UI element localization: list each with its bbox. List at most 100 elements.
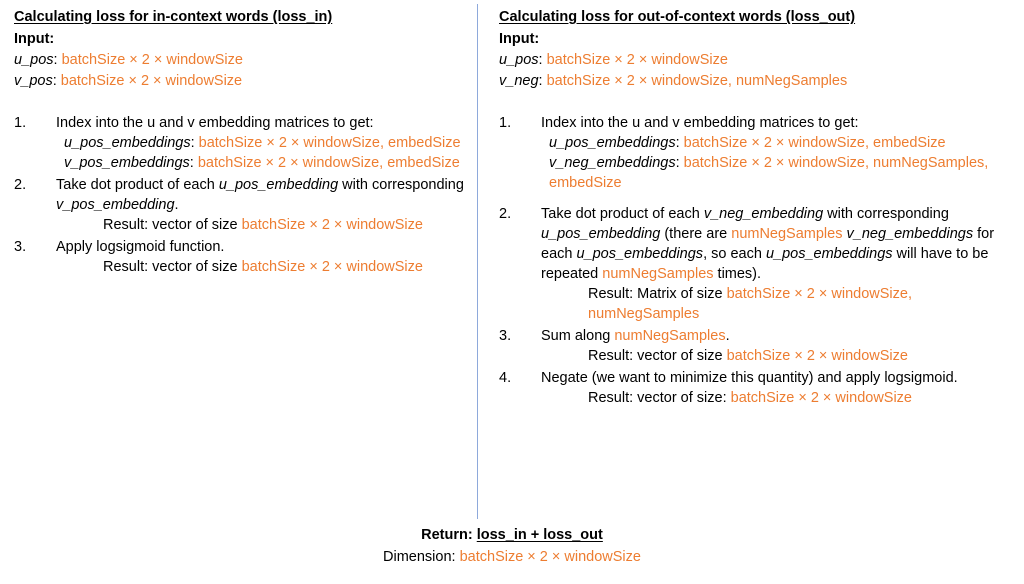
right-step-4-number: 4.: [499, 370, 512, 386]
left-step-1-number: 1.: [14, 115, 27, 131]
right-input-u-pos: u_pos: batchSize × 2 × windowSize: [499, 50, 1021, 71]
right-step-2-p4: u_pos_embedding: [541, 226, 661, 242]
right-input-label: Input:: [499, 31, 540, 47]
right-step-4-result-dim: batchSize × 2 × windowSize: [730, 390, 912, 406]
right-step-2-p2: v_neg_embedding: [703, 206, 824, 222]
right-step-2-result-label: Result: Matrix of size: [588, 286, 727, 302]
right-input-u-pos-name: u_pos: [499, 52, 539, 68]
column-divider: [477, 4, 478, 519]
right-step-2-result: Result: Matrix of size batchSize × 2 × w…: [541, 284, 1021, 324]
return-line: Return: loss_in + loss_out: [0, 524, 1024, 546]
right-step-2-p11: , so each: [703, 246, 766, 262]
left-step-1-sub-v-dim: batchSize × 2 × windowSize, embedSize: [197, 155, 460, 171]
left-step-1-sub-v: v_pos_embeddings: batchSize × 2 × window…: [56, 153, 469, 173]
right-step-1-number: 1.: [499, 115, 512, 131]
right-steps-spacer: [499, 195, 1021, 204]
right-input-v-neg-name: v_neg: [499, 73, 539, 89]
left-step-1-sub-v-sep: :: [189, 155, 198, 171]
right-column: Calculating loss for out-of-context word…: [499, 0, 1021, 410]
left-input-v-pos-dim: batchSize × 2 × windowSize: [60, 73, 243, 89]
left-step-1: 1. Index into the u and v embedding matr…: [14, 113, 469, 173]
right-input-u-pos-dim: batchSize × 2 × windowSize: [546, 52, 728, 68]
right-step-1-sub-v: v_neg_embeddings: batchSize × 2 × window…: [541, 153, 1021, 193]
left-step-2-number: 2.: [14, 177, 27, 193]
return-value: loss_in + loss_out: [476, 527, 603, 543]
left-step-3-text: Apply logsigmoid function.: [56, 239, 225, 255]
left-steps-list: 1. Index into the u and v embedding matr…: [14, 113, 469, 277]
right-step-4-result-label: Result: vector of size:: [588, 390, 731, 406]
right-step-1-sub-u-name: u_pos_embeddings: [549, 135, 676, 151]
left-step-3-result-label: Result: vector of size: [103, 259, 242, 275]
left-step-3-result: Result: vector of size batchSize × 2 × w…: [56, 257, 469, 277]
right-column-heading-text: Calculating loss for out-of-context word…: [499, 9, 856, 25]
right-step-2-p10: u_pos_embeddings: [576, 246, 704, 262]
left-step-3: 3. Apply logsigmoid function. Result: ve…: [14, 237, 469, 277]
dimension-label: Dimension:: [383, 549, 460, 565]
left-column-heading-text: Calculating loss for in-context words (l…: [14, 9, 333, 25]
left-column-heading: Calculating loss for in-context words (l…: [14, 0, 469, 27]
right-input-v-neg-dim: batchSize × 2 × windowSize, numNegSample…: [546, 73, 848, 89]
right-step-3-t3: .: [725, 328, 730, 344]
left-step-1-sub-u-name: u_pos_embeddings: [64, 135, 191, 151]
right-step-3-t1: Sum along: [541, 328, 615, 344]
left-input-u-pos: u_pos: batchSize × 2 × windowSize: [14, 50, 469, 71]
left-step-2-text-b: u_pos_embedding: [218, 177, 339, 193]
right-step-1-sub-v-sep: :: [675, 155, 684, 171]
right-step-2-p6: numNegSamples: [731, 226, 843, 242]
left-steps-gap: [14, 92, 469, 113]
left-step-1-sub-v-name: v_pos_embeddings: [64, 155, 190, 171]
right-step-2-p12: u_pos_embeddings: [765, 246, 893, 262]
left-input-label: Input:: [14, 31, 55, 47]
left-input-u-pos-name: u_pos: [14, 52, 54, 68]
right-step-3-result-dim: batchSize × 2 × windowSize: [726, 348, 908, 364]
right-step-2-p5: (there are: [660, 226, 732, 242]
left-input-u-pos-sep: :: [53, 52, 62, 68]
left-step-2-text-c: with corresponding: [338, 177, 464, 193]
right-step-4: 4. Negate (we want to minimize this quan…: [499, 368, 1021, 408]
right-step-3-number: 3.: [499, 328, 512, 344]
return-label: Return:: [421, 527, 477, 543]
right-column-heading: Calculating loss for out-of-context word…: [499, 0, 1021, 27]
right-input-u-pos-sep: :: [538, 52, 547, 68]
right-step-3: 3. Sum along numNegSamples. Result: vect…: [499, 326, 1021, 366]
left-step-1-sub-u-sep: :: [190, 135, 199, 151]
dimension-value: batchSize × 2 × windowSize: [459, 549, 641, 565]
left-step-1-sub-u-dim: batchSize × 2 × windowSize, embedSize: [198, 135, 461, 151]
right-step-1-sub-u-dim: batchSize × 2 × windowSize, embedSize: [683, 135, 946, 151]
left-step-1-sub-u: u_pos_embeddings: batchSize × 2 × window…: [56, 133, 469, 153]
right-step-4-result: Result: vector of size: batchSize × 2 × …: [541, 388, 1021, 408]
right-step-2-p1: Take dot product of each: [541, 206, 704, 222]
right-step-2-p15: times).: [713, 266, 762, 282]
left-step-1-text: Index into the u and v embedding matrice…: [56, 115, 374, 131]
right-steps-list: 1. Index into the u and v embedding matr…: [499, 113, 1021, 408]
right-step-3-t2: numNegSamples: [614, 328, 726, 344]
left-input-v-pos-sep: :: [52, 73, 61, 89]
right-step-2: 2. Take dot product of each v_neg_embedd…: [499, 204, 1021, 324]
right-step-2-p3: with corresponding: [823, 206, 949, 222]
right-step-2-p9: for each: [541, 226, 995, 262]
left-step-2: 2. Take dot product of each u_pos_embedd…: [14, 175, 469, 235]
left-input-u-pos-dim: batchSize × 2 × windowSize: [61, 52, 243, 68]
left-step-3-result-dim: batchSize × 2 × windowSize: [241, 259, 423, 275]
left-step-2-result-label: Result: vector of size: [103, 217, 242, 233]
right-step-2-result-dim: batchSize × 2 × windowSize, numNegSample…: [588, 286, 912, 322]
right-step-1-sub-v-dim: batchSize × 2 × windowSize, numNegSample…: [549, 155, 989, 191]
right-step-2-p8: v_neg_embeddings: [846, 226, 974, 242]
right-input-v-neg: v_neg: batchSize × 2 × windowSize, numNe…: [499, 71, 1021, 92]
right-input-v-neg-sep: :: [538, 73, 547, 89]
left-step-2-text-d: v_pos_embedding: [56, 197, 175, 213]
left-step-3-number: 3.: [14, 239, 27, 255]
footer: Return: loss_in + loss_out Dimension: ba…: [0, 524, 1024, 568]
right-step-1: 1. Index into the u and v embedding matr…: [499, 113, 1021, 193]
right-step-4-text: Negate (we want to minimize this quantit…: [541, 370, 958, 386]
right-step-1-sub-u: u_pos_embeddings: batchSize × 2 × window…: [541, 133, 1021, 153]
right-steps-gap: [499, 92, 1021, 113]
right-step-2-number: 2.: [499, 206, 512, 222]
left-input-v-pos-name: v_pos: [14, 73, 53, 89]
left-step-2-result-dim: batchSize × 2 × windowSize: [241, 217, 423, 233]
left-step-2-text-a: Take dot product of each: [56, 177, 219, 193]
right-step-1-text: Index into the u and v embedding matrice…: [541, 115, 859, 131]
right-step-2-p14: numNegSamples: [602, 266, 714, 282]
left-step-2-result: Result: vector of size batchSize × 2 × w…: [56, 215, 469, 235]
